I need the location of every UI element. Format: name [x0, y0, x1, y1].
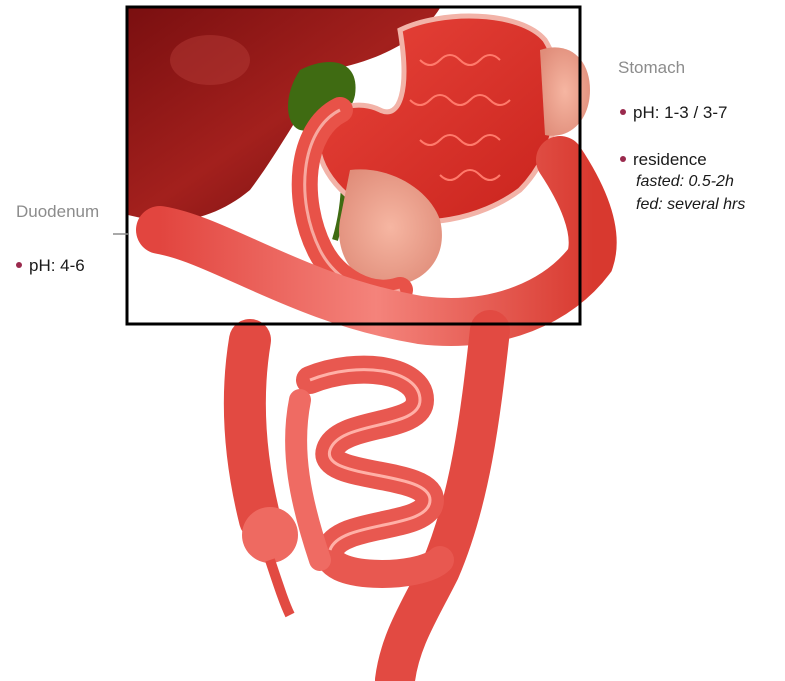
stomach-residence-text: residence — [633, 150, 707, 170]
duodenum-ph-bullet: pH: 4-6 — [16, 256, 85, 276]
stomach-fasted-text: fasted: 0.5-2h — [636, 173, 734, 191]
bullet-dot — [620, 156, 626, 162]
bullet-dot — [16, 262, 22, 268]
duodenum-ph-text: pH: 4-6 — [29, 256, 85, 276]
stomach-ph-bullet: pH: 1-3 / 3-7 — [620, 103, 728, 123]
duodenum-label: Duodenum — [16, 202, 99, 222]
stomach-fed-text: fed: several hrs — [636, 196, 745, 214]
stomach-ph-text: pH: 1-3 / 3-7 — [633, 103, 728, 123]
stomach-label: Stomach — [618, 58, 685, 78]
bullet-dot — [620, 109, 626, 115]
stomach-residence-bullet: residence — [620, 150, 707, 170]
